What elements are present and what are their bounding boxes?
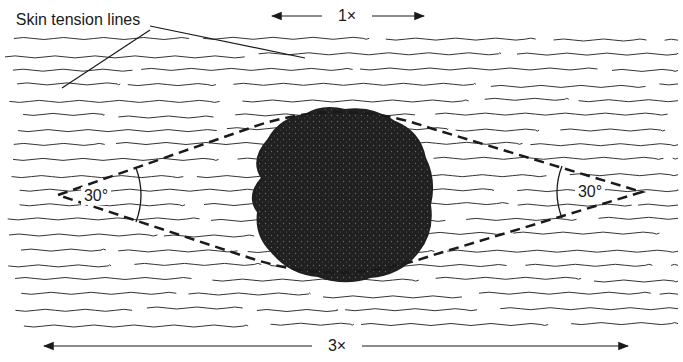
tension-line xyxy=(141,68,352,70)
angle-label: 30° xyxy=(575,183,605,201)
dimension-label: 3× xyxy=(325,337,349,355)
tension-line xyxy=(500,308,678,310)
tension-line xyxy=(189,293,311,295)
tension-line xyxy=(345,309,477,311)
tension-line xyxy=(14,143,105,145)
tension-line xyxy=(118,116,213,118)
tension-line xyxy=(21,249,106,251)
tension-line xyxy=(14,38,189,40)
tension-line xyxy=(234,83,476,85)
tension-line xyxy=(323,296,462,298)
tension-line xyxy=(518,204,632,206)
tension-line xyxy=(259,53,502,55)
tension-line xyxy=(386,38,536,40)
tension-line xyxy=(612,69,678,71)
tension-line xyxy=(638,204,678,206)
tension-line xyxy=(434,157,664,159)
tension-line xyxy=(579,100,678,102)
tension-line xyxy=(491,85,646,87)
tension-line xyxy=(134,263,261,265)
excision-outline xyxy=(58,112,642,273)
tension-line xyxy=(12,176,184,178)
tension-line xyxy=(435,113,667,115)
tension-line xyxy=(15,278,191,280)
tension-line xyxy=(8,265,111,267)
tension-line xyxy=(594,280,678,282)
dimension-arrow xyxy=(272,15,322,16)
tension-line xyxy=(673,158,678,159)
dimension-arrow xyxy=(44,345,312,346)
tension-line xyxy=(21,292,176,294)
leader-line xyxy=(150,26,305,58)
tension-line xyxy=(242,100,468,102)
lesion xyxy=(253,108,432,281)
tension-line xyxy=(5,56,245,58)
tension-line xyxy=(479,292,651,294)
leader-line xyxy=(62,30,150,88)
tension-line xyxy=(8,218,200,220)
tension-line xyxy=(203,37,369,39)
angle-arc xyxy=(557,166,562,218)
dimension-label: 1× xyxy=(335,7,359,25)
tension-line xyxy=(257,310,338,312)
tension-line xyxy=(13,158,219,160)
tension-line xyxy=(571,323,678,325)
tension-line xyxy=(525,264,652,266)
tension-line xyxy=(513,232,659,234)
tension-line xyxy=(20,189,256,191)
tension-line xyxy=(361,324,548,326)
tension-line xyxy=(271,323,354,325)
tension-line xyxy=(212,279,418,281)
tension-line xyxy=(599,217,678,219)
tension-line xyxy=(517,53,678,55)
tension-line xyxy=(18,130,217,132)
tension-line xyxy=(118,250,237,252)
tension-line xyxy=(13,69,133,71)
tension-line xyxy=(560,129,665,131)
tension-line xyxy=(360,68,598,70)
callout-label: Skin tension lines xyxy=(13,11,144,29)
angle-arc xyxy=(136,168,141,222)
tension-line xyxy=(23,113,104,115)
tension-line xyxy=(447,250,678,252)
tension-line xyxy=(436,277,581,279)
tension-line xyxy=(9,100,219,102)
tension-line xyxy=(147,307,243,309)
tension-line xyxy=(554,39,647,41)
tension-line xyxy=(671,264,678,265)
tension-line xyxy=(466,218,576,220)
tension-line xyxy=(659,84,678,85)
tension-line xyxy=(485,98,569,100)
skin-tension-lines xyxy=(5,37,678,327)
tension-line xyxy=(660,293,678,294)
tension-line xyxy=(15,309,132,311)
dimension-arrow xyxy=(362,345,628,346)
tension-line xyxy=(9,234,157,236)
tension-line xyxy=(665,39,678,40)
tension-line xyxy=(24,325,248,327)
tension-line xyxy=(128,84,216,86)
tension-line xyxy=(456,129,539,131)
dimension-arrow xyxy=(372,15,424,16)
angle-label: 30° xyxy=(81,187,111,205)
tension-line xyxy=(530,144,678,146)
